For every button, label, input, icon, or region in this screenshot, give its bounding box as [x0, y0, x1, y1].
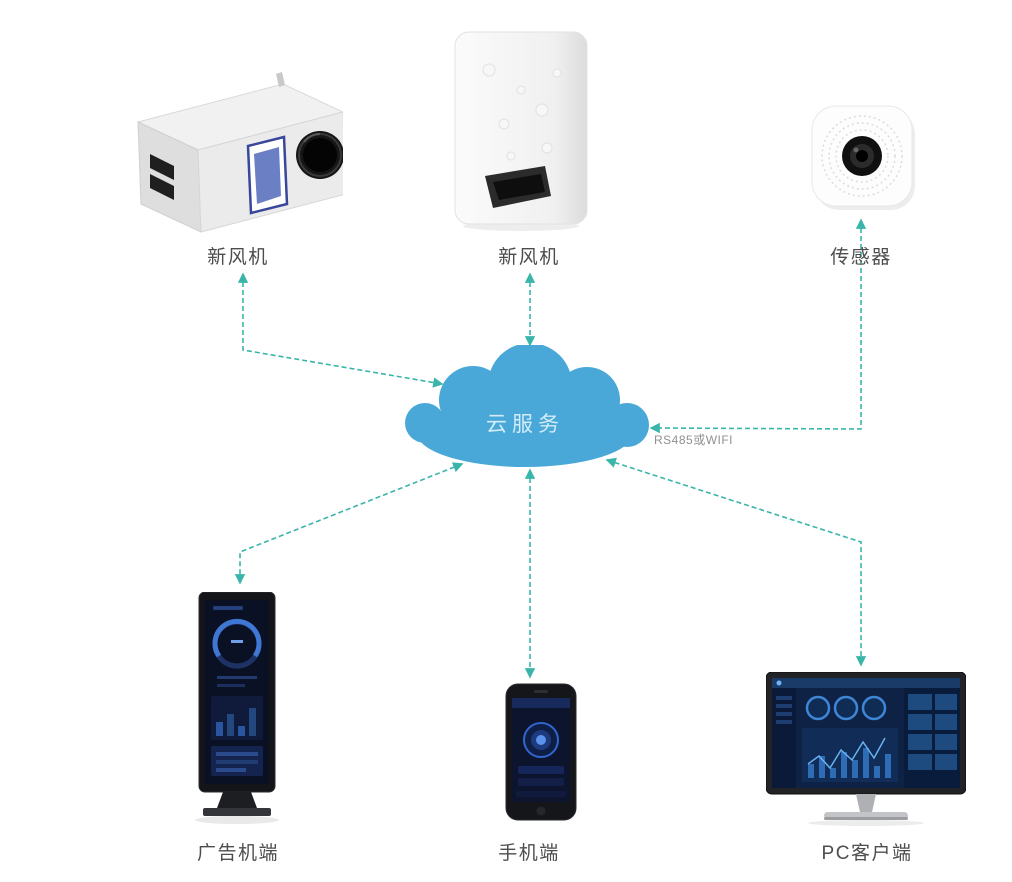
label-pc-client: PC客户端	[821, 843, 913, 864]
fresh-air-wall-unit-icon	[454, 31, 588, 231]
cloud-service-icon: 云服务	[405, 345, 649, 467]
label-fresh-air-wall: 新风机	[498, 247, 560, 268]
link-cloud-adkiosk	[234, 462, 464, 585]
label-phone: 手机端	[498, 843, 560, 864]
link-cloud-pc	[605, 457, 867, 667]
phone-icon	[505, 683, 577, 821]
cloud-label: 云服务	[486, 413, 564, 436]
label-fresh-air-ceiling: 新风机	[207, 247, 269, 268]
label-sensor: 传感器	[830, 247, 892, 268]
fresh-air-ceiling-unit-icon	[136, 72, 343, 233]
pc-monitor-icon	[766, 672, 966, 826]
label-ad-kiosk: 广告机端	[196, 843, 280, 864]
link-protocol-label: RS485或WIFI	[654, 433, 734, 447]
sensor-icon	[811, 105, 915, 210]
ad-kiosk-icon	[195, 592, 279, 824]
